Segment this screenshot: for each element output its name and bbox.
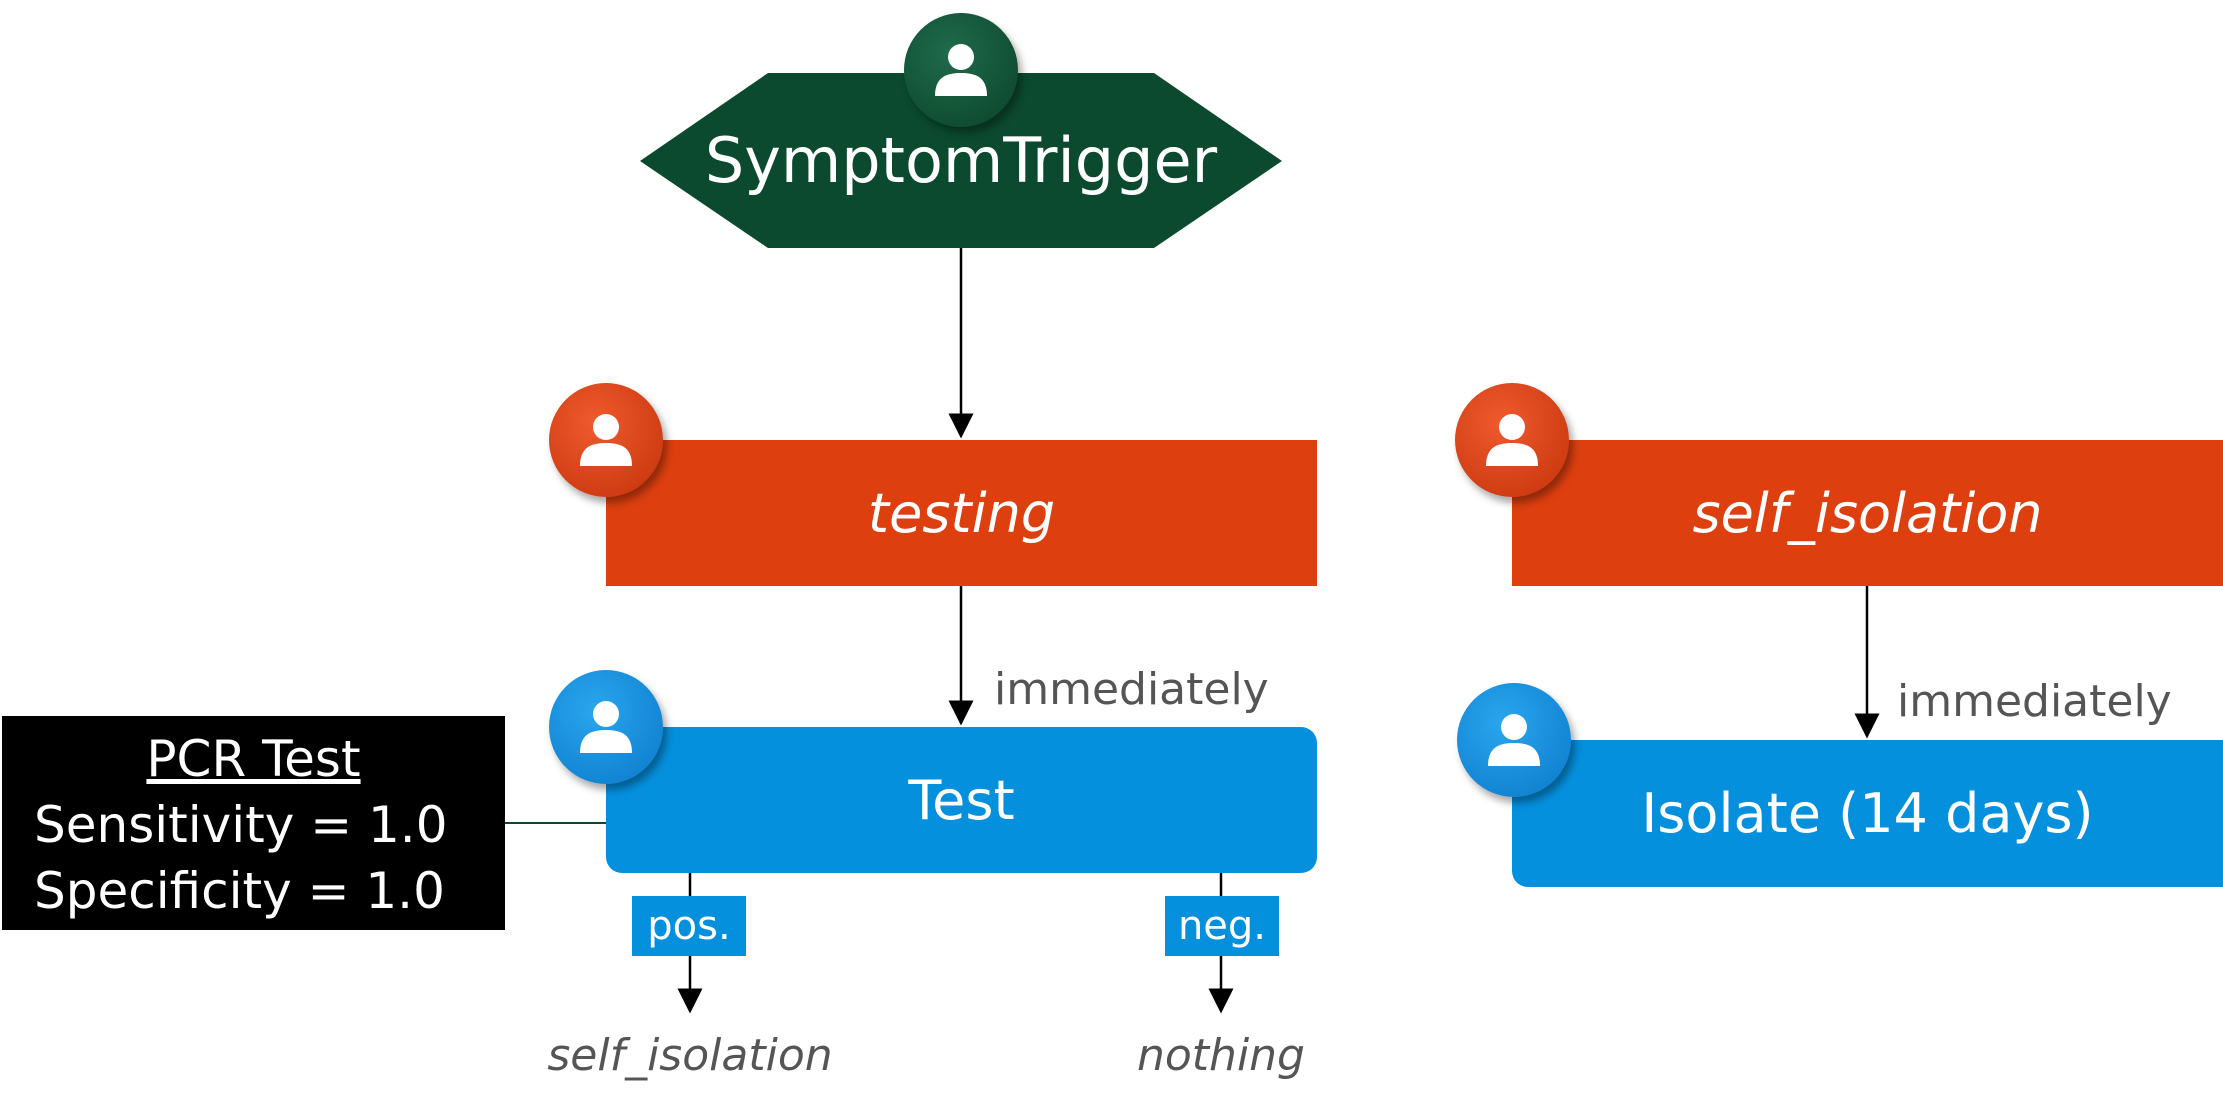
outcome-neg: nothing xyxy=(1137,1030,1305,1081)
edge-label-isolation: immediately xyxy=(1897,676,2172,727)
trigger-node: SymptomTrigger xyxy=(640,73,1282,248)
person-icon xyxy=(935,44,987,96)
action-isolate: Isolate (14 days) xyxy=(1512,740,2223,887)
policy-self-isolation: self_isolation xyxy=(1512,440,2223,586)
action-isolate-label: Isolate (14 days) xyxy=(1641,782,2094,845)
trigger-label: SymptomTrigger xyxy=(704,124,1218,197)
branch-tag-pos: pos. xyxy=(632,896,746,956)
branch-tag-neg-label: neg. xyxy=(1177,903,1267,949)
policy-testing: testing xyxy=(606,440,1317,586)
branch-tag-pos-label: pos. xyxy=(647,903,731,949)
person-icon xyxy=(1486,414,1538,466)
pcr-test-note: PCR Test Sensitivity = 1.0 Specificity =… xyxy=(2,716,505,930)
action-test-label: Test xyxy=(908,768,1015,832)
policy-self-isolation-badge xyxy=(1455,383,1569,497)
trigger-hexagon xyxy=(640,73,1282,248)
person-icon xyxy=(580,414,632,466)
branch-tag-neg: neg. xyxy=(1165,896,1279,956)
policy-testing-label: testing xyxy=(867,481,1056,545)
person-icon xyxy=(580,701,632,753)
edge-label-testing: immediately xyxy=(994,664,1269,715)
action-test-badge xyxy=(549,670,663,784)
policy-self-isolation-label: self_isolation xyxy=(1692,481,2043,545)
action-test: Test xyxy=(606,727,1317,873)
note-specificity: Specificity = 1.0 xyxy=(34,862,445,920)
person-icon xyxy=(1488,714,1540,766)
action-isolate-badge xyxy=(1457,683,1571,797)
outcome-pos: self_isolation xyxy=(547,1030,833,1081)
policy-testing-badge xyxy=(549,383,663,497)
note-sensitivity: Sensitivity = 1.0 xyxy=(34,796,448,854)
trigger-badge xyxy=(904,13,1018,127)
note-title: PCR Test xyxy=(146,730,361,788)
